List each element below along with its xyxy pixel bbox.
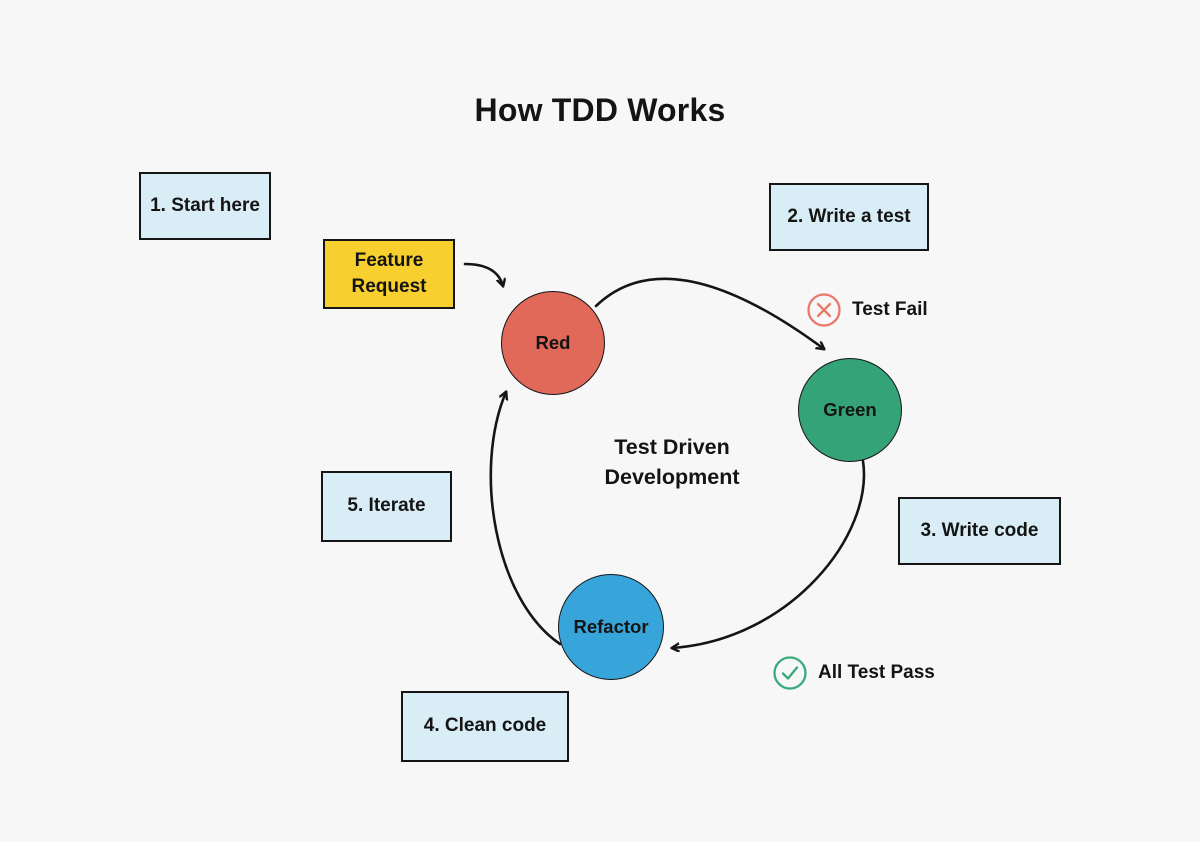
- all-test-pass-label: All Test Pass: [818, 662, 935, 683]
- node-red: Red: [501, 291, 605, 395]
- node-green: Green: [798, 358, 902, 462]
- arrow-feature-to-red: [463, 262, 503, 286]
- all-test-pass-check-icon: [773, 656, 807, 690]
- step-box-start-here: 1. Start here: [139, 172, 271, 240]
- arrow-red-to-green: [594, 277, 824, 349]
- step-label: 1. Start here: [150, 194, 260, 216]
- arrow-refactor-to-red: [489, 392, 562, 646]
- node-refactor: Refactor: [558, 574, 664, 680]
- step-box-write-code: 3. Write code: [898, 497, 1061, 565]
- feature-request-box: Feature Request: [323, 239, 455, 309]
- step-label: 4. Clean code: [423, 715, 547, 737]
- center-label: Test Driven Development: [604, 435, 740, 490]
- node-red-label: Red: [535, 332, 571, 353]
- step-label: 3. Write code: [920, 519, 1039, 541]
- annotation-all-test-pass: All Test Pass: [772, 655, 935, 691]
- step-label: 2. Write a test: [787, 205, 911, 227]
- page-title: How TDD Works: [474, 92, 726, 128]
- step-box-write-a-test: 2. Write a test: [769, 183, 929, 251]
- feature-request-label: Feature Request: [351, 250, 427, 297]
- annotation-test-fail: Test Fail: [806, 292, 928, 328]
- test-fail-cross-icon: [807, 293, 841, 327]
- step-label: 5. Iterate: [347, 495, 426, 517]
- node-refactor-label: Refactor: [573, 616, 649, 637]
- step-box-iterate: 5. Iterate: [321, 471, 452, 542]
- node-green-label: Green: [823, 399, 877, 420]
- step-box-clean-code: 4. Clean code: [401, 691, 569, 762]
- test-fail-label: Test Fail: [852, 299, 928, 320]
